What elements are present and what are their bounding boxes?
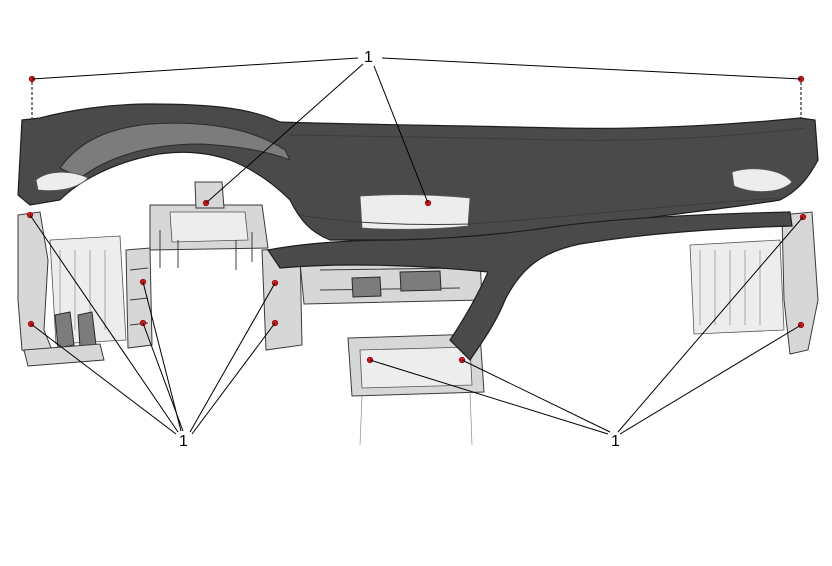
locator-lines [31,82,802,118]
callout-label-top: 1 [364,49,373,66]
callout-label-bottom-right: 1 [611,433,620,450]
callout-label-bottom-left: 1 [179,433,188,450]
leader-lines [29,57,804,435]
dashboard-panel [17,103,819,361]
